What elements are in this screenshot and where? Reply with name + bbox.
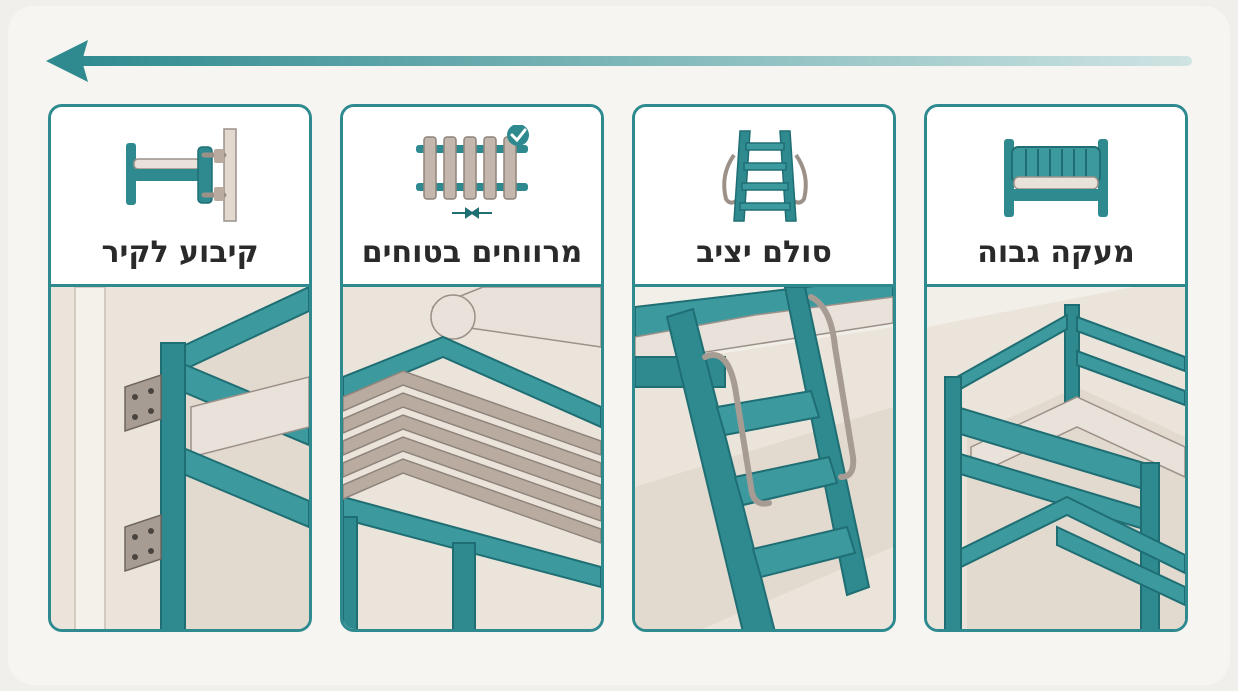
step-header: מרווחים בטוחים: [343, 107, 601, 287]
step-card-ladder: סולם יציב: [632, 104, 896, 632]
ladder-illustration: [635, 287, 893, 629]
step-title: קיבוע לקיר: [101, 235, 259, 270]
wall-mount-icon: [126, 128, 237, 222]
bed-guardrail-icon: [1004, 139, 1108, 217]
step-header: קיבוע לקיר: [51, 107, 309, 287]
wall-mount-illustration: [51, 287, 309, 629]
flow-arrow-icon: [46, 40, 1192, 82]
step-card-guardrail: מעקה גבוה: [924, 104, 1188, 632]
step-card-spacing: מרווחים בטוחים: [340, 104, 604, 632]
guardrail-illustration: [927, 287, 1185, 629]
step-title: מעקה גבוה: [977, 235, 1135, 270]
ladder-icon: [722, 130, 808, 222]
step-card-wall-mount: קיבוע לקיר: [48, 104, 312, 632]
step-header: סולם יציב: [635, 107, 893, 287]
slat-spacing-check-icon: [416, 125, 529, 219]
slat-spacing-illustration: [343, 287, 601, 629]
step-header: מעקה גבוה: [927, 107, 1185, 287]
step-title: סולם יציב: [696, 235, 832, 270]
step-title: מרווחים בטוחים: [361, 235, 583, 270]
